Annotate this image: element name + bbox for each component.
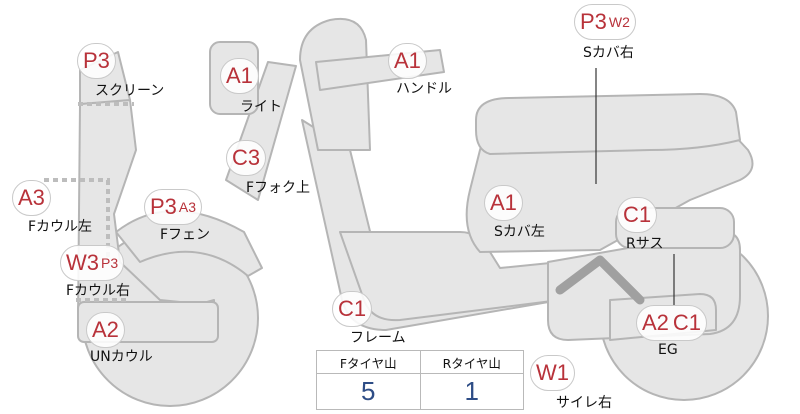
grade-badge-f-fork: C3 <box>226 140 267 176</box>
grade-sub-code: P3 <box>101 255 119 271</box>
grade-sub-code: C1 <box>672 310 702 335</box>
part-label-r-sus: Rサス <box>626 236 664 252</box>
grade-code: W1 <box>536 360 569 385</box>
tire-tread-table: Fタイヤ山 Rタイヤ山 5 1 <box>316 349 524 410</box>
grade-code: P3 <box>150 194 177 219</box>
grade-sub-code: A3 <box>178 199 197 215</box>
grade-badge-r-sus: C1 <box>617 197 658 233</box>
part-label-f-fork: Fフォク上 <box>246 180 311 196</box>
part-label-light: ライト <box>240 99 282 115</box>
rear-tire-value: 1 <box>419 373 524 410</box>
front-tire-value: 5 <box>316 373 421 410</box>
swingarm-highlight <box>555 255 645 305</box>
grade-code: A3 <box>18 185 45 210</box>
part-label-s-cover-right: Sカバ右 <box>583 45 634 61</box>
grade-badge-screen: P3 <box>77 43 116 79</box>
part-label-handle: ハンドル <box>396 81 452 97</box>
part-label-f-cowl-left: Fカウル左 <box>28 219 93 235</box>
grade-badge-frame: C1 <box>332 291 373 327</box>
grade-badge-f-cowl-left: A3 <box>12 180 51 216</box>
grade-code: W3 <box>66 250 99 275</box>
grade-code: C1 <box>623 202 652 227</box>
grade-code: A1 <box>490 190 517 215</box>
grade-code: A2 <box>642 310 669 335</box>
rear-tire-header: Rタイヤ山 <box>419 349 524 375</box>
part-label-f-fender: Fフェン <box>160 227 211 243</box>
grade-badge-handle: A1 <box>388 43 427 79</box>
grade-code: P3 <box>83 48 110 73</box>
grade-code: P3 <box>580 9 607 34</box>
part-label-screen: スクリーン <box>95 83 165 99</box>
front-tire-header: Fタイヤ山 <box>316 349 421 375</box>
part-label-frame: フレーム <box>350 330 406 346</box>
part-label-muffler-right: サイレ右 <box>556 395 612 411</box>
part-label-un-cowl: UNカウル <box>90 349 153 365</box>
grade-badge-muffler-right: W1 <box>530 355 575 391</box>
grade-sub-code: W2 <box>608 14 630 30</box>
part-label-eg: EG <box>658 342 678 358</box>
grade-badge-s-cover-left: A1 <box>484 185 523 221</box>
part-label-s-cover-left: Sカバ左 <box>494 224 545 240</box>
grade-badge-un-cowl: A2 <box>86 312 125 348</box>
grade-code: A1 <box>226 63 253 88</box>
part-label-f-cowl-right: Fカウル右 <box>66 283 131 299</box>
grade-badge-light: A1 <box>220 58 259 94</box>
grade-code: A1 <box>394 48 421 73</box>
grade-code: A2 <box>92 317 119 342</box>
grade-code: C3 <box>232 145 261 170</box>
grade-code: C1 <box>338 296 367 321</box>
seat-shape <box>475 93 741 155</box>
